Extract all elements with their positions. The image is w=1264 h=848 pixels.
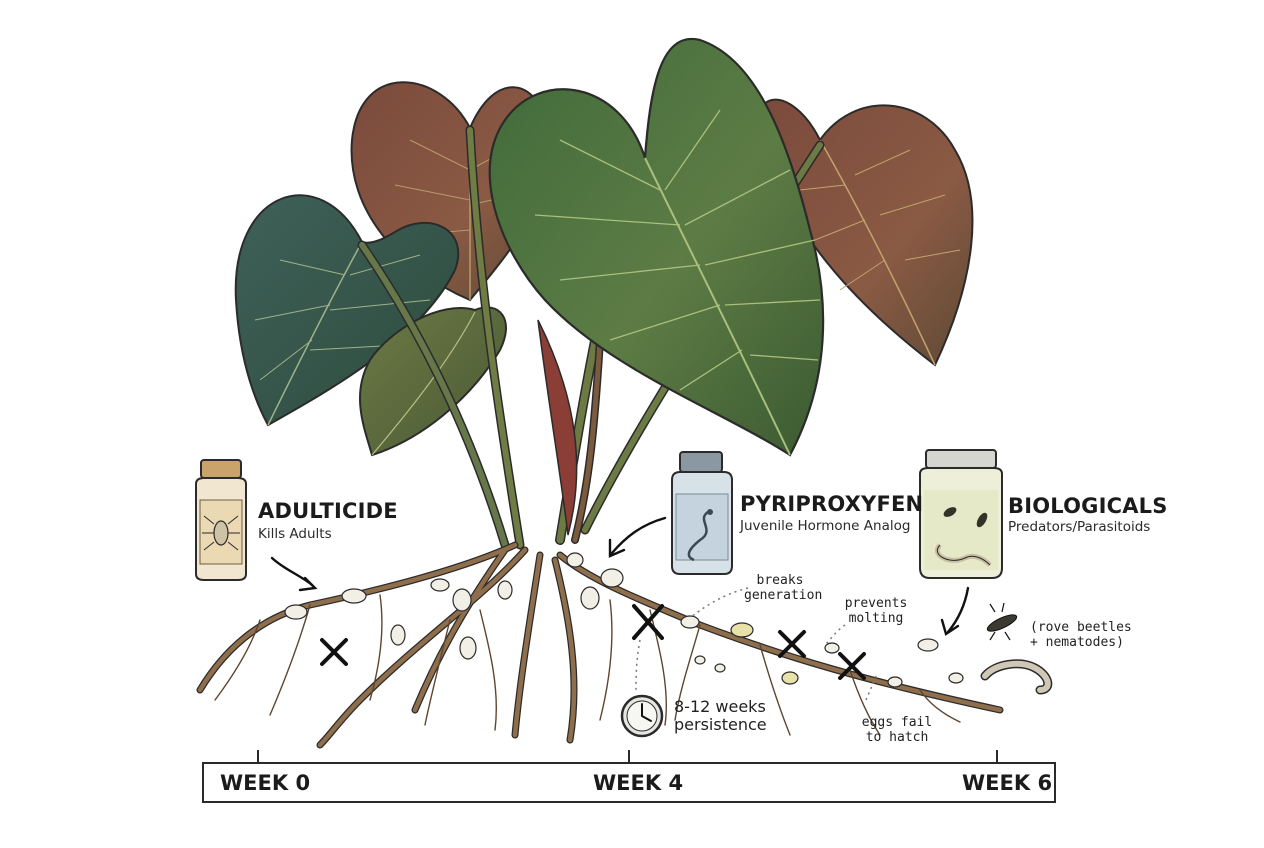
adulticide-bottle-icon [195, 459, 247, 581]
rove-beetle-icon [986, 602, 1018, 641]
pyriproxyfen-subtitle: Juvenile Hormone Analog [740, 518, 911, 534]
timeline-week-6: WEEK 6 [962, 771, 1053, 795]
annotation-persistence: 8-12 weeks persistence [674, 697, 767, 735]
annotation-rove-beetles: (rove beetles + nematodes) [1030, 620, 1132, 651]
treatment-arrows [270, 516, 970, 636]
pyriproxyfen-title: PYRIPROXYFEN [740, 492, 924, 516]
annotation-line: (rove beetles [1030, 620, 1132, 635]
nematode-icon [980, 659, 1053, 695]
annotation-line: to hatch [865, 729, 929, 745]
leaf-main [488, 37, 825, 457]
annotation-eggs-fail: eggs fail to hatch [858, 715, 936, 746]
annotation-line: + nematodes) [1030, 634, 1124, 650]
timeline-bar [202, 762, 1056, 803]
annotation-line: generation [744, 587, 823, 603]
biologicals-title: BIOLOGICALS [1008, 494, 1168, 518]
leaf-small-left [358, 306, 507, 457]
timeline-ticks [257, 750, 998, 764]
leaf-blue-left [234, 194, 460, 427]
annotation-line: eggs fail [861, 715, 933, 730]
timeline-week-4: WEEK 4 [593, 771, 684, 795]
adulticide-title: ADULTICIDE [258, 499, 398, 523]
annotation-line: molting [848, 610, 904, 626]
root-pests [284, 552, 964, 688]
biologicals-subtitle: Predators/Parasitoids [1008, 519, 1151, 535]
annotation-breaks-generation: breaks generation [744, 573, 823, 604]
annotation-line: breaks [756, 573, 804, 588]
kill-marks [320, 604, 866, 680]
annotation-line: prevents [844, 596, 908, 611]
biologicals-jar-icon [919, 449, 1003, 579]
annotation-prevents-molting: prevents molting [843, 596, 909, 627]
annotation-line: persistence [674, 715, 767, 735]
annotation-leaders [635, 587, 877, 701]
timeline-week-0: WEEK 0 [220, 771, 311, 795]
annotation-line: 8-12 weeks [674, 697, 766, 716]
adulticide-subtitle: Kills Adults [258, 526, 332, 542]
clock-icon [620, 694, 664, 738]
pyriproxyfen-bottle-icon [671, 451, 733, 575]
